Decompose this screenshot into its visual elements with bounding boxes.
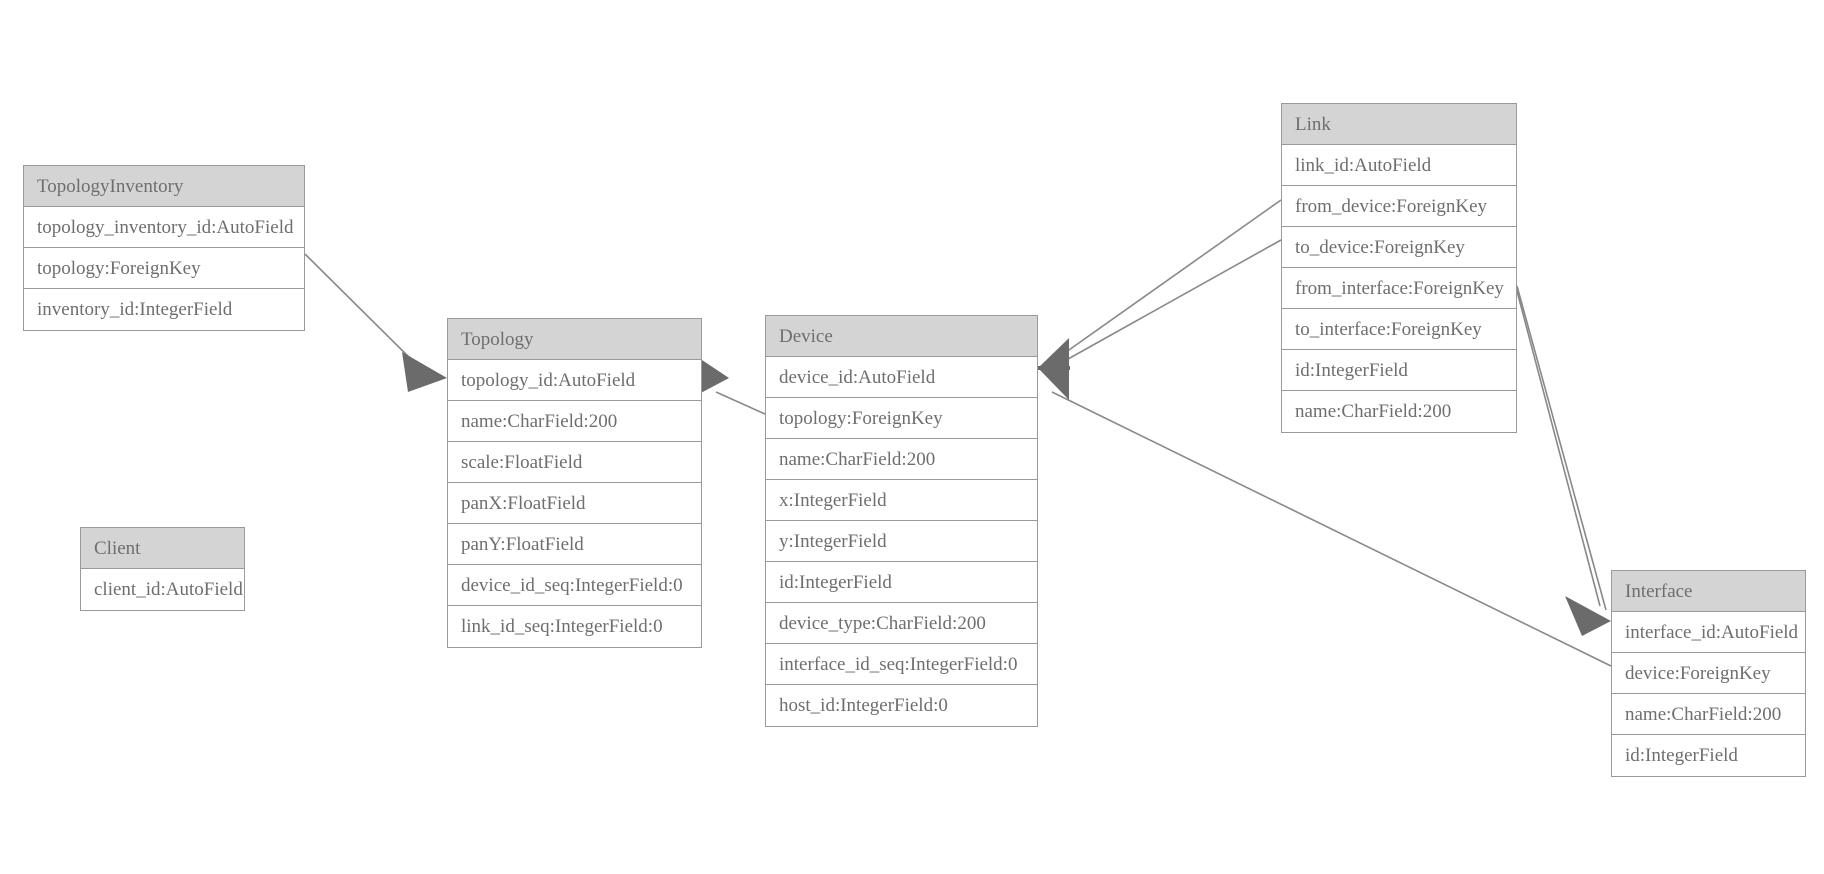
field-row: from_interface:ForeignKey (1282, 268, 1516, 309)
field-row: name:CharField:200 (1612, 694, 1805, 735)
edge-link-to-device (1051, 239, 1282, 369)
field-row: topology_inventory_id:AutoField (24, 207, 304, 248)
entity-title: TopologyInventory (24, 166, 304, 207)
field-row: to_interface:ForeignKey (1282, 309, 1516, 350)
field-row: topology_id:AutoField (448, 360, 701, 401)
arrowhead-topology-left (402, 352, 447, 392)
entity-title: Topology (448, 319, 701, 360)
field-row: topology:ForeignKey (766, 398, 1037, 439)
field-row: link_id:AutoField (1282, 145, 1516, 186)
field-row: scale:FloatField (448, 442, 701, 483)
entity-client[interactable]: Client client_id:AutoField (80, 527, 245, 611)
edge-topologyinventory-topology (304, 253, 421, 369)
field-row: panY:FloatField (448, 524, 701, 565)
field-row: from_device:ForeignKey (1282, 186, 1516, 227)
field-row: interface_id_seq:IntegerField:0 (766, 644, 1037, 685)
field-row: id:IntegerField (1282, 350, 1516, 391)
field-row: host_id:IntegerField:0 (779, 695, 948, 716)
arrowhead-device-right-lower (1038, 368, 1069, 400)
arrowhead-device-right-joint (1038, 366, 1070, 370)
edge-link-to-interface (1516, 285, 1607, 611)
entity-title: Client (81, 528, 244, 569)
field-row: id:IntegerField (1625, 745, 1738, 766)
field-row: device_id_seq:IntegerField:0 (448, 565, 701, 606)
field-row: inventory_id:IntegerField (37, 299, 233, 320)
edge-interface-device (1051, 391, 1612, 667)
field-row: panX:FloatField (448, 483, 701, 524)
field-row: device_id:AutoField (766, 357, 1037, 398)
entity-title: Device (766, 316, 1037, 357)
field-row: device:ForeignKey (1612, 653, 1805, 694)
field-row: name:CharField:200 (766, 439, 1037, 480)
field-row: interface_id:AutoField (1612, 612, 1805, 653)
arrowhead-interface-left (1565, 596, 1611, 636)
edge-device-topology (715, 391, 766, 415)
entity-title: Link (1282, 104, 1516, 145)
arrowhead-device-right-upper (1038, 338, 1069, 368)
field-row: name:CharField:200 (448, 401, 701, 442)
field-row: id:IntegerField (766, 562, 1037, 603)
entity-title: Interface (1612, 571, 1805, 612)
edge-link-from-device (1051, 199, 1282, 363)
field-row: name:CharField:200 (1295, 401, 1452, 422)
edge-link-from-interface (1512, 275, 1601, 607)
field-row: client_id:AutoField (94, 579, 243, 600)
field-row: topology:ForeignKey (24, 248, 304, 289)
field-row: link_id_seq:IntegerField:0 (461, 616, 663, 637)
field-row: device_type:CharField:200 (766, 603, 1037, 644)
field-row: y:IntegerField (766, 521, 1037, 562)
field-row: x:IntegerField (766, 480, 1037, 521)
field-row: to_device:ForeignKey (1282, 227, 1516, 268)
